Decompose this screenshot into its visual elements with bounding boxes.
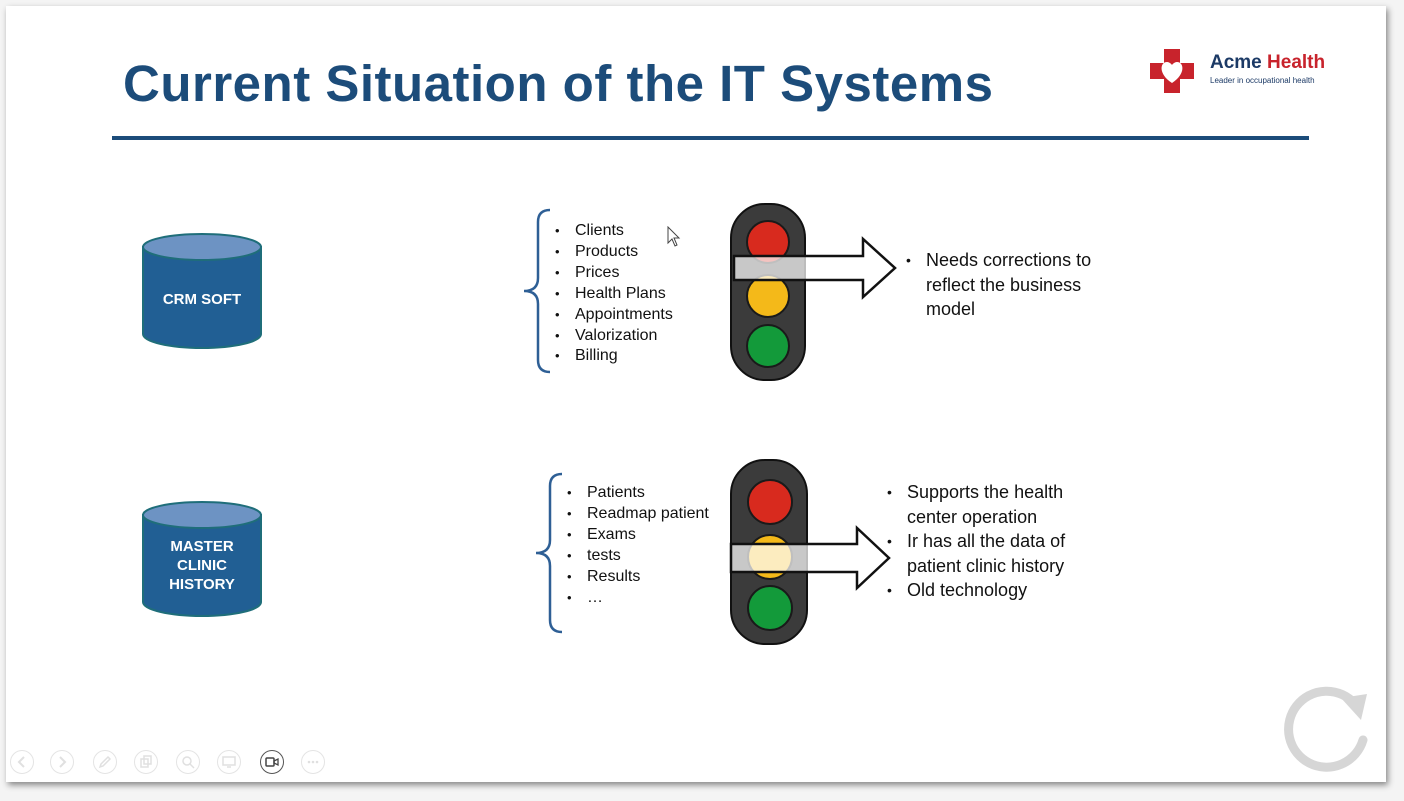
logo-name: Acme Health <box>1210 52 1325 74</box>
database-label: CRM SOFT <box>162 291 242 308</box>
list-item: Products <box>555 242 673 263</box>
list-item: Patients <box>567 483 709 504</box>
mouse-pointer-icon <box>667 226 681 247</box>
list-item: Billing <box>555 346 673 367</box>
slide: Current Situation of the IT Systems Acme… <box>6 6 1386 782</box>
copy-icon[interactable] <box>134 750 158 774</box>
list-item: … <box>567 588 709 609</box>
list-item: Appointments <box>555 305 673 326</box>
database-label-line: MASTER <box>170 538 234 555</box>
company-logo: Acme Health Leader in occupational healt… <box>1148 47 1348 97</box>
left-brace-icon <box>535 472 563 634</box>
list-item: Old technology <box>887 578 1107 603</box>
title-divider <box>112 136 1309 140</box>
screen-icon[interactable] <box>217 750 241 774</box>
list-item: Ir has all the data of patient clinic hi… <box>887 529 1107 578</box>
master-clinic-database: MASTER CLINIC HISTORY <box>141 500 263 618</box>
list-item: Prices <box>555 263 673 284</box>
left-brace-icon <box>523 208 551 374</box>
database-label-line: HISTORY <box>169 576 235 593</box>
pen-icon[interactable] <box>93 750 117 774</box>
slide-title: Current Situation of the IT Systems <box>123 55 994 112</box>
reload-icon[interactable] <box>1283 682 1373 772</box>
list-item: Clients <box>555 221 673 242</box>
database-label: MASTER CLINIC HISTORY <box>141 537 263 594</box>
crm-notes: Needs corrections to reflect the busines… <box>906 248 1106 322</box>
list-item: Health Plans <box>555 284 673 305</box>
camera-icon[interactable] <box>260 750 284 774</box>
clinic-notes: Supports the health center operation Ir … <box>887 480 1107 603</box>
list-item: Exams <box>567 525 709 546</box>
list-item: Readmap patient <box>567 504 709 525</box>
previous-icon[interactable] <box>10 750 34 774</box>
database-label-line: CLINIC <box>177 557 227 574</box>
list-item: Needs corrections to reflect the busines… <box>906 248 1106 322</box>
list-item: Supports the health center operation <box>887 480 1107 529</box>
database-icon <box>142 501 262 617</box>
list-item: Results <box>567 567 709 588</box>
list-item: Valorization <box>555 326 673 347</box>
crm-database: CRM SOFT <box>141 232 263 350</box>
logo-tagline: Leader in occupational health <box>1210 76 1315 85</box>
zoom-icon[interactable] <box>176 750 200 774</box>
traffic-light-icon <box>729 459 891 645</box>
next-icon[interactable] <box>50 750 74 774</box>
list-item: tests <box>567 546 709 567</box>
more-icon[interactable] <box>301 750 325 774</box>
database-icon <box>142 233 262 349</box>
logo-name-part2: Health <box>1267 52 1326 73</box>
traffic-light-icon <box>730 203 897 381</box>
crm-feature-list: Clients Products Prices Health Plans App… <box>555 221 673 367</box>
logo-name-part1: Acme <box>1210 52 1262 73</box>
logo-cross-icon <box>1150 49 1194 93</box>
clinic-feature-list: Patients Readmap patient Exams tests Res… <box>567 483 709 608</box>
